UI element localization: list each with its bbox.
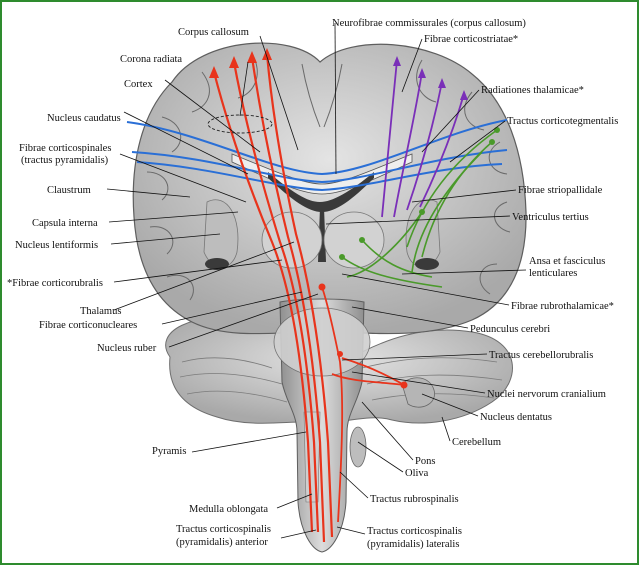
labels: Corpus callosum Corona radiata Cortex Nu… bbox=[7, 18, 618, 550]
label-fibrae-corticorubralis: *Fibrae corticorubralis bbox=[7, 278, 103, 289]
nucleus-dentatus-shape bbox=[401, 377, 435, 408]
label-cerebellum: Cerebellum bbox=[452, 437, 501, 448]
thalamus-right bbox=[323, 211, 385, 269]
label-cortex: Cortex bbox=[124, 79, 153, 90]
temporal-horn-right bbox=[415, 258, 439, 270]
pons-bulge bbox=[273, 307, 371, 377]
corticostriate-fibres bbox=[381, 59, 465, 218]
label-ansa-1: Ansa et fasciculus bbox=[529, 256, 605, 267]
label-nucleus-caudatus: Nucleus caudatus bbox=[47, 113, 121, 124]
label-nucleus-lentiformis: Nucleus lentiformis bbox=[15, 240, 98, 251]
label-corpus-callosum: Corpus callosum bbox=[178, 27, 249, 38]
label-oliva: Oliva bbox=[405, 468, 429, 479]
label-nucleus-ruber: Nucleus ruber bbox=[97, 343, 157, 354]
label-tractus-rubrospinalis: Tractus rubrospinalis bbox=[370, 494, 459, 505]
label-pedunculus-cerebri: Pedunculus cerebri bbox=[470, 324, 550, 335]
label-fibrae-corticospinales: Fibrae corticospinales bbox=[19, 143, 111, 154]
temporal-horn-left bbox=[205, 258, 229, 270]
label-thalamus: Thalamus bbox=[80, 306, 121, 317]
label-radiationes-thalamicae: Radiationes thalamicae* bbox=[481, 85, 584, 96]
rubral-nodes bbox=[318, 283, 408, 389]
label-tractus-pyramidalis: (tractus pyramidalis) bbox=[21, 155, 109, 166]
label-tractus-corticospinalis-anterior-2: (pyramidalis) anterior bbox=[176, 537, 268, 548]
tegmental-fibres bbox=[341, 129, 498, 288]
label-fibrae-corticostriatae: Fibrae corticostriatae* bbox=[424, 34, 518, 45]
label-fibrae-rubrothalamicae: Fibrae rubrothalamicae* bbox=[511, 301, 614, 312]
label-ansa-2: lenticulares bbox=[529, 268, 577, 279]
label-tractus-cerebellorubralis: Tractus cerebellorubralis bbox=[489, 350, 593, 361]
lateral-ventricles bbox=[268, 172, 374, 212]
pyramidal-tracts bbox=[212, 53, 334, 543]
label-tractus-corticospinalis-lateralis-2: (pyramidalis) lateralis bbox=[367, 539, 459, 550]
label-tractus-corticospinalis-anterior-1: Tractus corticospinalis bbox=[176, 524, 271, 535]
leader-lines bbox=[106, 22, 527, 539]
label-capsula-interna: Capsula interna bbox=[32, 218, 98, 229]
label-ventriculus-tertius: Ventriculus tertius bbox=[512, 212, 589, 223]
label-neurofibrae-commissurales: Neurofibrae commissurales (corpus callos… bbox=[332, 18, 526, 29]
cerebellum-folia bbox=[179, 357, 503, 403]
label-corona-radiata: Corona radiata bbox=[120, 54, 182, 65]
label-claustrum: Claustrum bbox=[47, 185, 91, 196]
tegmental-endpoints bbox=[339, 127, 500, 260]
label-tractus-corticotegmentalis: Tractus corticotegmentalis bbox=[507, 116, 618, 127]
label-fibrae-striopallidale: Fibrae striopallidale bbox=[518, 185, 603, 196]
corona-radiata-outline bbox=[207, 114, 273, 134]
corticostriate-arrowheads bbox=[393, 56, 468, 100]
label-medulla-oblongata: Medulla oblongata bbox=[189, 504, 268, 515]
label-pyramis: Pyramis bbox=[152, 446, 186, 457]
label-nuclei-nervorum-cranialium: Nuclei nervorum cranialium bbox=[487, 389, 606, 400]
label-nucleus-dentatus: Nucleus dentatus bbox=[480, 412, 552, 423]
label-pons: Pons bbox=[415, 456, 435, 467]
pyramidal-arrowheads bbox=[209, 48, 272, 78]
oliva-shape bbox=[349, 426, 367, 468]
label-fibrae-corticonucleares: Fibrae corticonucleares bbox=[39, 320, 137, 331]
label-tractus-corticospinalis-lateralis-1: Tractus corticospinalis bbox=[367, 526, 462, 537]
